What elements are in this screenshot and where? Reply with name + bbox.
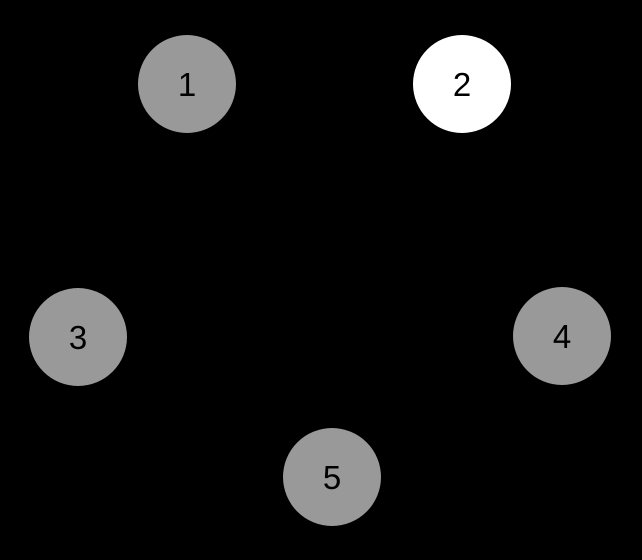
graph-node-2[interactable]: 2 xyxy=(413,35,511,133)
node-label: 2 xyxy=(452,65,472,103)
node-label: 1 xyxy=(177,65,197,103)
node-label: 5 xyxy=(322,458,342,496)
node-label: 3 xyxy=(68,318,88,356)
node-label: 4 xyxy=(552,317,572,355)
graph-node-3[interactable]: 3 xyxy=(29,288,127,386)
graph-node-4[interactable]: 4 xyxy=(513,287,611,385)
graph-node-5[interactable]: 5 xyxy=(283,428,381,526)
graph-node-1[interactable]: 1 xyxy=(138,35,236,133)
